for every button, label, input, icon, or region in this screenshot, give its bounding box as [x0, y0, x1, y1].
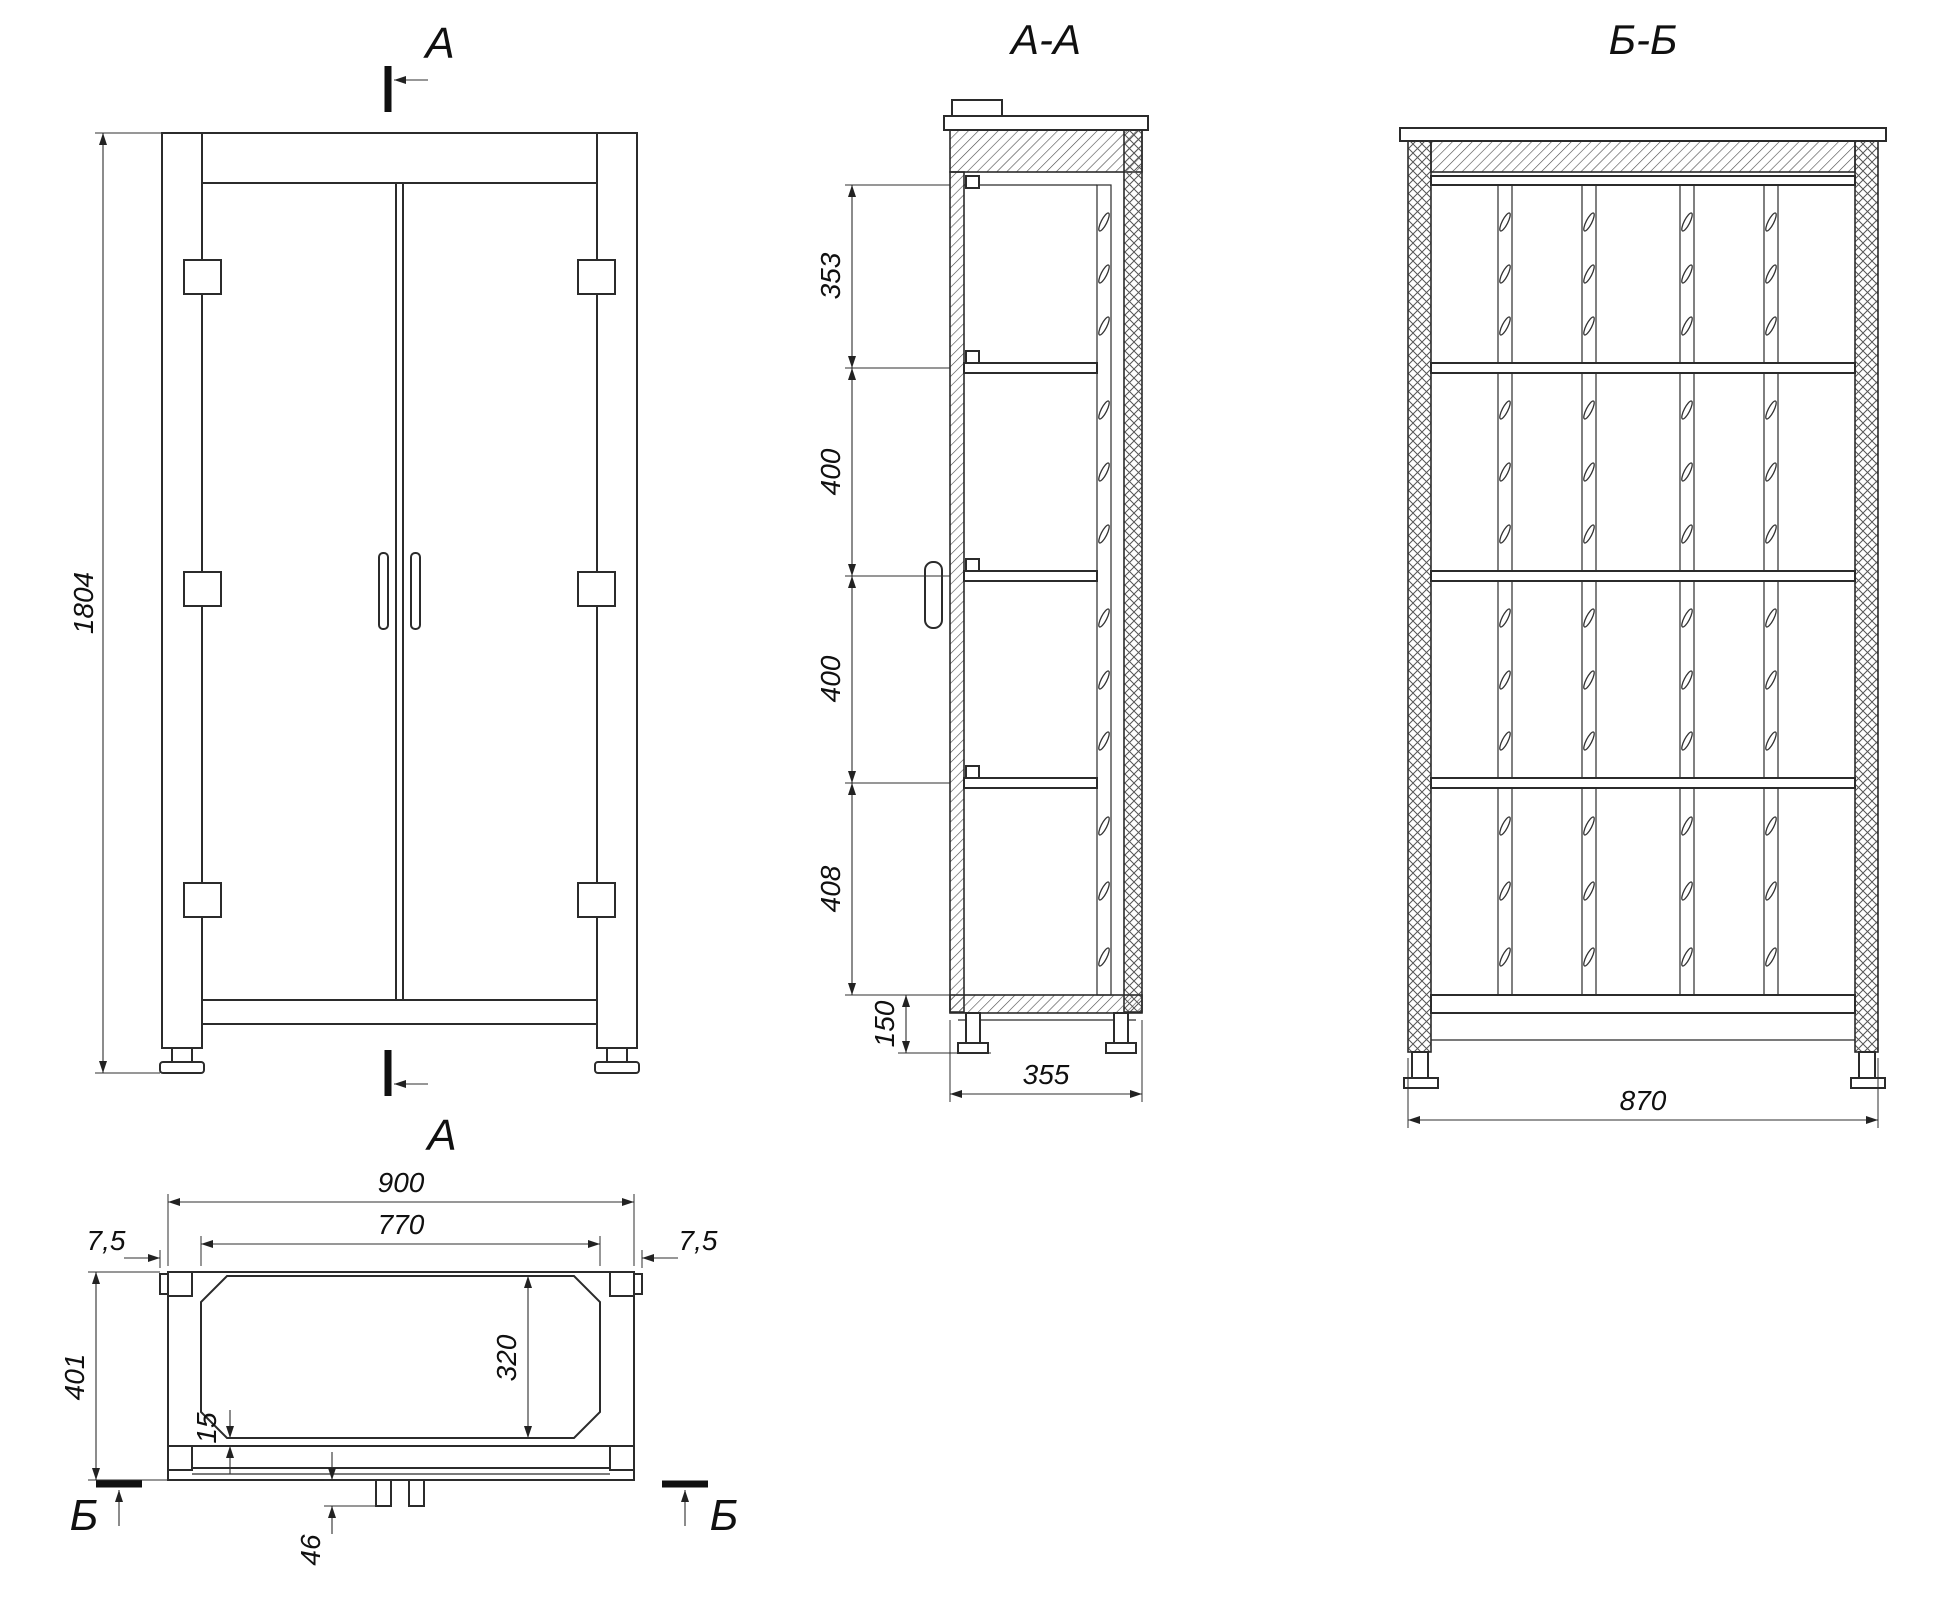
dim-side-left-75: 7,5: [87, 1225, 161, 1268]
dim-900-value: 900: [378, 1167, 425, 1198]
dim-gap-15: 15: [191, 1410, 234, 1474]
dim-bay1-value: 353: [815, 252, 846, 299]
dim-side-right-75: 7,5: [641, 1225, 718, 1268]
hinges: [183, 259, 616, 918]
adjustable-foot: [1850, 1051, 1886, 1089]
slotted-upright: [1497, 184, 1513, 996]
ceiling-panel: [1430, 175, 1856, 186]
dim-46-value: 46: [295, 1534, 326, 1566]
dim-401-value: 401: [59, 1354, 90, 1401]
front-view: А А: [68, 19, 640, 1160]
slotted-upright: [1679, 184, 1695, 996]
hinge: [577, 882, 616, 918]
shelf: [963, 765, 1098, 789]
shelf: [1430, 570, 1856, 582]
dim-770-value: 770: [378, 1209, 425, 1240]
top-panel-plan: [200, 1275, 601, 1439]
shelf: [963, 558, 1098, 582]
bottom-rail: [201, 999, 598, 1025]
cut-mark-a-bottom: А: [384, 1050, 457, 1160]
handle-plan: [375, 1479, 392, 1507]
door-handle-side: [924, 561, 943, 629]
adjustable-foot: [594, 1047, 640, 1074]
dim-bay3-value: 400: [815, 655, 846, 702]
right-door-handle: [410, 552, 421, 630]
shelf-bracket: [965, 175, 980, 189]
dim-overall-width-900: 900: [167, 1167, 635, 1266]
cut-label-b-left: Б: [70, 1491, 99, 1540]
top-rail: [201, 132, 598, 184]
dim-width-870: 870: [1407, 1058, 1879, 1128]
top-cap: [1399, 127, 1887, 142]
shelf: [1430, 777, 1856, 789]
dim-320-value: 320: [491, 1334, 522, 1381]
left-door-handle: [378, 552, 389, 630]
shelf: [1430, 362, 1856, 374]
cut-mark-a-top: А: [384, 19, 455, 112]
dim-bb-width-value: 870: [1620, 1085, 1667, 1116]
corner-post: [167, 1271, 193, 1297]
adjustable-foot: [1105, 1012, 1137, 1054]
corner-post: [609, 1271, 635, 1297]
dim-handle-46: 46: [295, 1452, 376, 1566]
door-handles: [378, 552, 421, 630]
hinge: [577, 571, 616, 607]
corner-post: [609, 1445, 635, 1471]
right-wall-section: [1854, 140, 1879, 1053]
hinge: [577, 259, 616, 295]
side-panel-edge-left: [159, 1273, 169, 1295]
top-panel-section: [949, 129, 1143, 173]
section-aa-view: А-А: [815, 16, 1149, 1102]
dim-overall-depth-401: 401: [59, 1271, 168, 1481]
adjustable-foot: [159, 1047, 205, 1074]
dim-foot-height-value: 150: [869, 1000, 900, 1047]
section-aa-title: А-А: [1008, 16, 1081, 63]
corner-post: [167, 1445, 193, 1471]
dim-75-right-value: 7,5: [679, 1225, 718, 1256]
top-panel-section: [1430, 140, 1856, 173]
handle-plan: [408, 1479, 425, 1507]
slotted-upright: [1581, 184, 1597, 996]
left-door: [201, 182, 397, 1001]
dim-depth-value: 355: [1023, 1059, 1070, 1090]
dim-opening-depth-320: 320: [491, 1276, 532, 1438]
dim-bay2-value: 400: [815, 448, 846, 495]
shelf: [963, 350, 1098, 374]
cut-mark-b-right: Б: [662, 1480, 739, 1540]
bottom-panel-section: [949, 994, 1143, 1014]
right-door: [402, 182, 598, 1001]
bottom-panel: [1430, 994, 1856, 1014]
hinge: [183, 882, 222, 918]
cut-label-a-top: А: [422, 19, 454, 68]
hinge: [183, 571, 222, 607]
dim-15-value: 15: [191, 1412, 222, 1444]
dim-height-value: 1804: [68, 572, 99, 634]
dim-height-1804: 1804: [68, 132, 162, 1074]
hinge: [183, 259, 222, 295]
side-panel-edge-right: [633, 1273, 643, 1295]
door-section: [949, 171, 965, 1013]
dim-75-left-value: 7,5: [87, 1225, 126, 1256]
dim-chain-shelves: 353 400 400 408: [815, 184, 950, 996]
plan-view: 900 770 7,5 7,5 401 320: [59, 1167, 738, 1566]
left-wall-section: [1407, 140, 1432, 1053]
dim-opening-width-770: 770: [200, 1209, 601, 1266]
slotted-upright: [1763, 184, 1779, 996]
adjustable-foot: [1403, 1051, 1439, 1089]
dim-depth-355: 355: [949, 1020, 1143, 1102]
cut-mark-b-left: Б: [70, 1480, 142, 1540]
back-wall-section: [1123, 129, 1143, 1013]
cut-label-b-right: Б: [710, 1491, 739, 1540]
section-bb-view: Б-Б: [1399, 16, 1887, 1128]
front-rail-plan: [191, 1445, 611, 1469]
cut-label-a-bottom: А: [424, 1111, 456, 1160]
section-bb-title: Б-Б: [1609, 16, 1678, 63]
dim-foot-height: 150: [869, 995, 991, 1054]
dim-bay4-value: 408: [815, 865, 846, 912]
